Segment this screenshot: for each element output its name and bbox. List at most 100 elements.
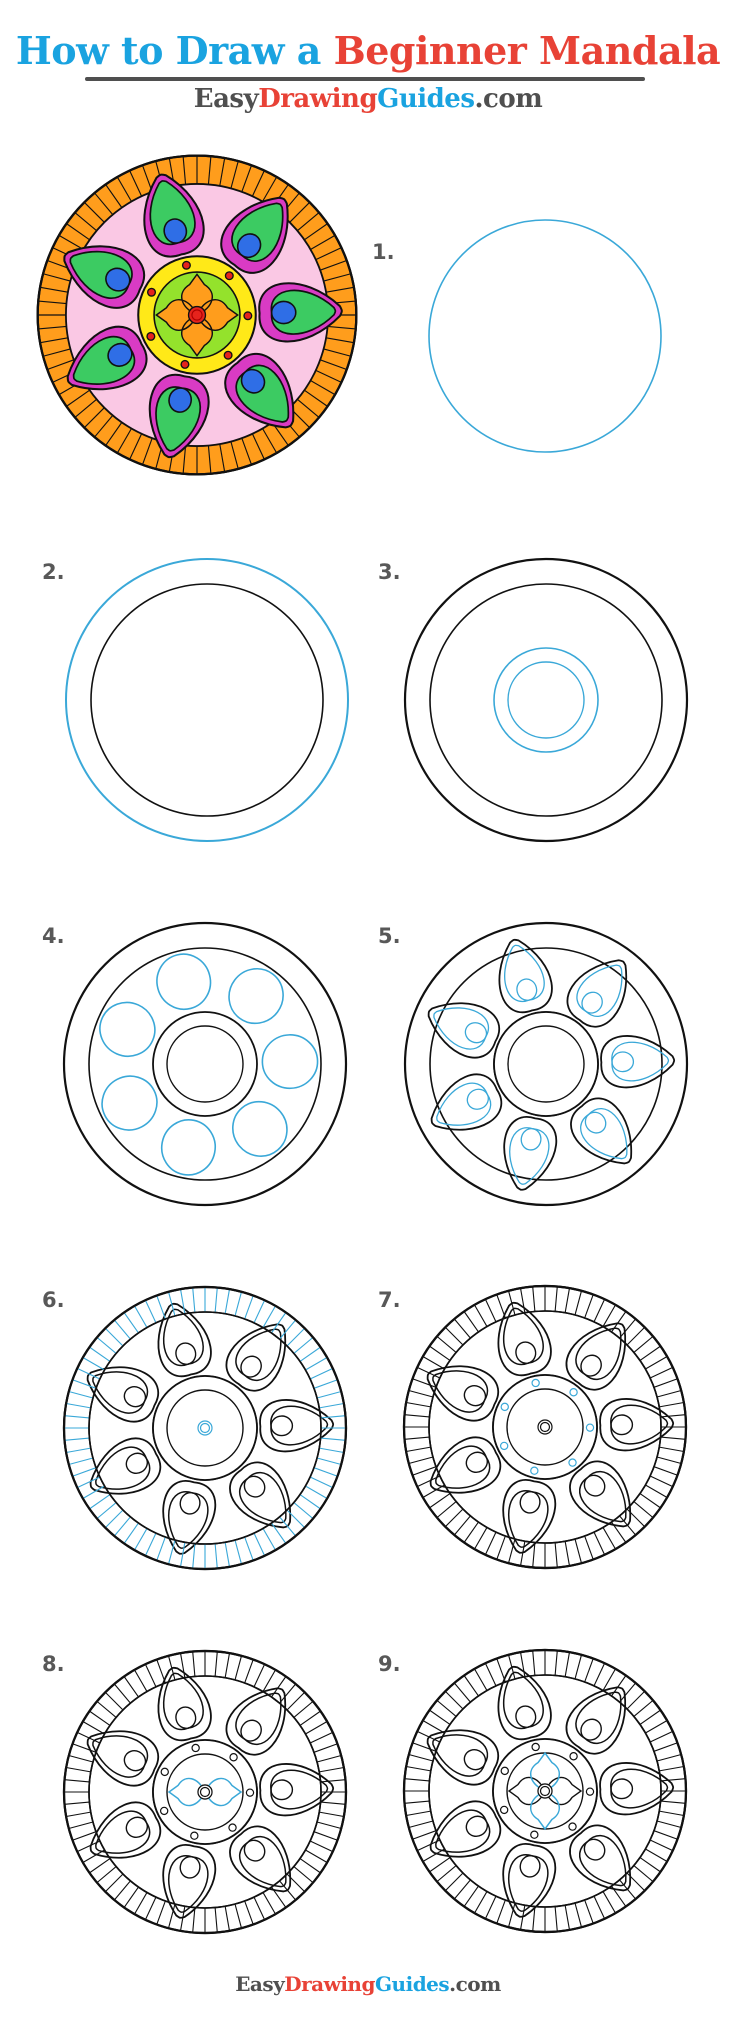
petal-eye xyxy=(465,1451,489,1473)
petal-eye xyxy=(179,1855,201,1879)
ring-tick xyxy=(167,1655,176,1681)
petal-eye xyxy=(243,1839,266,1862)
center-ring-outer xyxy=(492,1374,598,1480)
ring-tick xyxy=(319,1811,344,1818)
petal xyxy=(162,1480,217,1555)
ring-tick xyxy=(602,1527,616,1550)
ring-dot xyxy=(159,1806,169,1816)
ring-tick xyxy=(72,1379,97,1389)
ring-tick xyxy=(656,1456,682,1465)
petal-eye xyxy=(580,1718,602,1741)
center-ring-inner xyxy=(507,661,585,739)
petal-guide-circle xyxy=(101,1075,158,1131)
ring-tick xyxy=(96,1336,117,1354)
ring-dot xyxy=(180,359,190,369)
ring-tick xyxy=(214,1543,218,1569)
ring-tick xyxy=(645,1356,668,1370)
ring-tick xyxy=(602,1891,616,1914)
ring-tick xyxy=(179,1289,186,1314)
petal-outer xyxy=(565,1686,627,1755)
petal-outer xyxy=(429,1436,502,1494)
ring-tick xyxy=(305,1357,328,1371)
center-ring-inner xyxy=(166,1753,244,1831)
center-ring-outer xyxy=(152,1011,258,1117)
petal-inner xyxy=(611,1041,670,1082)
ring-tick xyxy=(179,1653,186,1678)
step-7-drawing xyxy=(402,1284,688,1570)
petal xyxy=(156,953,212,1011)
petal xyxy=(599,1398,675,1452)
ring-tick xyxy=(319,1766,344,1773)
ring-tick xyxy=(219,443,226,473)
ring-tick xyxy=(224,1653,231,1678)
brand-com: .com xyxy=(474,84,543,114)
petal-inner xyxy=(95,1810,151,1854)
ring-tick xyxy=(313,1743,338,1753)
ring-tick xyxy=(323,273,352,282)
ring-tick xyxy=(262,176,278,202)
ring-tick xyxy=(192,1287,196,1313)
ring-tick xyxy=(554,1542,558,1568)
petal-outer xyxy=(259,1399,335,1453)
ring-dot xyxy=(181,260,191,270)
petal xyxy=(497,1301,552,1377)
ring-tick xyxy=(532,1650,536,1676)
ring-tick xyxy=(626,1690,646,1710)
petal-eye xyxy=(125,1452,149,1474)
ring-tick xyxy=(320,1437,346,1441)
ring-tick xyxy=(72,1831,97,1841)
ring-tick xyxy=(38,325,67,330)
center-bullseye-outer xyxy=(197,1420,213,1436)
ring-tick xyxy=(123,1312,139,1334)
ring-dot xyxy=(569,1388,578,1397)
title-part-beginner-mandala: Beginner Mandala xyxy=(333,28,721,73)
ring-tick xyxy=(319,259,347,271)
ring-tick xyxy=(660,1414,686,1418)
colored-center-jewel xyxy=(187,305,207,325)
ring-tick xyxy=(38,300,67,305)
outer-circle xyxy=(402,1648,688,1934)
petal xyxy=(502,1843,557,1918)
petal-outer xyxy=(426,1365,500,1422)
petal-eye xyxy=(520,1127,542,1151)
ring-tick xyxy=(507,1902,516,1928)
ring-tick xyxy=(316,1821,342,1830)
ring-tick xyxy=(104,1509,124,1529)
ring-tick xyxy=(484,1298,497,1323)
petal-inner xyxy=(432,1370,489,1413)
ring-dot xyxy=(146,331,156,341)
inner-circle xyxy=(429,947,663,1181)
ring-dot xyxy=(500,1402,509,1412)
ring-tick xyxy=(584,1294,594,1319)
petal-outer xyxy=(570,1097,632,1165)
ring-tick xyxy=(89,1346,111,1362)
ring-tick xyxy=(94,192,114,215)
ring-tick xyxy=(224,1542,231,1567)
petal-eye xyxy=(581,991,603,1014)
petal-inner xyxy=(433,1007,489,1050)
petal-outer xyxy=(566,959,628,1028)
ring-dot xyxy=(530,1830,539,1839)
petal-eye xyxy=(515,1705,537,1729)
ring-tick xyxy=(64,1415,90,1419)
ring-tick xyxy=(484,1531,497,1556)
ring-dot xyxy=(531,1742,540,1752)
ring-tick xyxy=(619,1515,637,1536)
ring-tick xyxy=(134,1528,148,1551)
ring-tick xyxy=(584,1535,594,1560)
ring-tick xyxy=(192,1651,196,1677)
ring-tick xyxy=(319,1402,344,1409)
ring-tick xyxy=(633,1699,654,1717)
inner-circle xyxy=(88,1311,322,1545)
ring-tick xyxy=(83,201,105,223)
ring-tick xyxy=(310,380,336,396)
ring-tick xyxy=(293,1866,314,1884)
petal-eye xyxy=(611,1051,635,1073)
ring-tick xyxy=(262,1892,276,1915)
ring-tick xyxy=(633,1335,654,1353)
outer-circle xyxy=(402,1284,688,1570)
ring-tick xyxy=(68,1457,94,1466)
ring-tick xyxy=(584,1658,594,1683)
ring-tick xyxy=(134,1892,148,1915)
ring-tick xyxy=(89,1858,111,1874)
